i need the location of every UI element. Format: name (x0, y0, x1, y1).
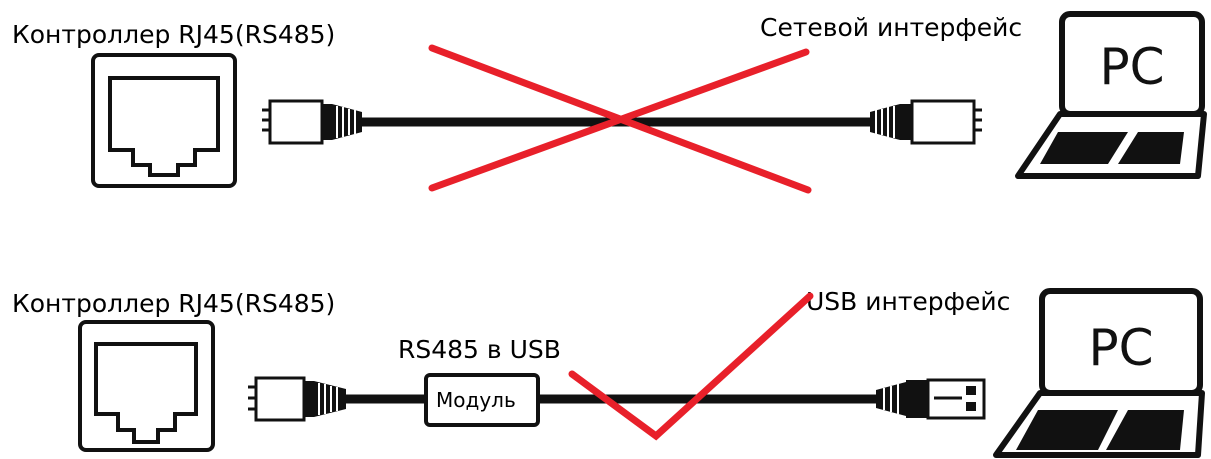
module-label: Модуль (436, 388, 516, 412)
top-controller-label: Контроллер RJ45(RS485) (12, 20, 336, 49)
usb-plug-icon (876, 378, 986, 420)
laptop-bottom-icon (993, 288, 1205, 458)
rj45-port-icon (91, 53, 237, 188)
top-interface-label: Сетевой интерфейс (760, 13, 1023, 42)
rj45-plug-right-icon (870, 99, 982, 145)
cross-mark-icon (428, 44, 812, 194)
pc-label-bottom: PC (1088, 319, 1153, 377)
check-mark-icon (568, 292, 814, 441)
bottom-interface-label: USB интерфейс (806, 287, 1011, 316)
rj45-plug-left-icon (262, 99, 362, 145)
bottom-controller-label: Контроллер RJ45(RS485) (12, 289, 336, 318)
converter-label: RS485 в USB (398, 335, 561, 364)
pc-label-top: PC (1099, 38, 1164, 96)
rj45-port-bottom-icon (78, 320, 215, 452)
rj45-plug-bottom-icon (248, 376, 346, 422)
laptop-top-icon (1015, 11, 1207, 179)
